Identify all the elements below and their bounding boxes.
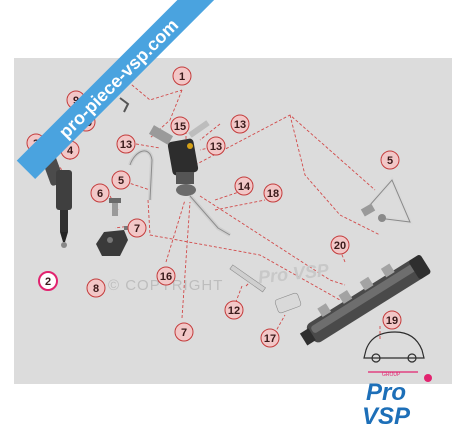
callout-c5a: 5 — [111, 170, 131, 190]
callout-circle — [86, 278, 106, 298]
callout-circle — [116, 134, 136, 154]
logo-group-text: GROUP — [382, 372, 401, 378]
callout-number: 9 — [73, 95, 79, 107]
callout-number: 20 — [334, 240, 346, 252]
bracket-part — [96, 230, 128, 256]
callout-number: 15 — [174, 121, 186, 133]
callout-circle — [90, 183, 110, 203]
callout-circle — [170, 116, 190, 136]
callout-c15: 15 — [170, 116, 190, 136]
callout-c13c: 13 — [206, 136, 226, 156]
injector-part — [42, 154, 72, 248]
clip-part — [119, 97, 130, 113]
callout-c17: 17 — [260, 328, 280, 348]
callout-c8: 8 — [86, 278, 106, 298]
callout-c16: 16 — [156, 266, 176, 286]
callout-circle — [111, 170, 131, 190]
callout-number: 6 — [97, 188, 103, 200]
callout-circle — [156, 266, 176, 286]
bolt-part — [109, 198, 121, 216]
callout-c20: 20 — [330, 235, 350, 255]
car-icon — [363, 331, 425, 363]
callout-circle — [380, 150, 400, 170]
logo-line1: Pro — [366, 379, 406, 406]
callout-number: 5 — [387, 155, 393, 167]
fitting-part — [188, 120, 210, 138]
callout-c5b: 5 — [380, 150, 400, 170]
logo-line2: VSP — [362, 403, 411, 430]
callout-circle — [224, 300, 244, 320]
callout-circle — [230, 114, 250, 134]
callout-circle — [38, 271, 58, 291]
sleeve-part — [274, 292, 302, 314]
callout-number: 16 — [160, 271, 172, 283]
callout-circle — [330, 235, 350, 255]
callout-c6: 6 — [90, 183, 110, 203]
callout-number: 18 — [267, 188, 279, 200]
callout-c1: 1 — [172, 66, 192, 86]
callout-number: 13 — [210, 141, 222, 153]
callout-number: 5 — [118, 175, 124, 187]
callout-circle — [234, 176, 254, 196]
pump-part — [148, 125, 199, 196]
callout-number: 8 — [93, 283, 99, 295]
callout-c18: 18 — [263, 183, 283, 203]
callout-circle — [174, 322, 194, 342]
callout-c13b: 13 — [116, 134, 136, 154]
fuel-rail-part — [299, 255, 431, 346]
callout-c14: 14 — [234, 176, 254, 196]
callout-number: 19 — [386, 315, 398, 327]
copyright-text: © COPYRIGHT — [108, 277, 223, 294]
callout-circle — [382, 310, 402, 330]
callout-c19: 19 — [382, 310, 402, 330]
callout-circle — [260, 328, 280, 348]
callout-number: 7 — [181, 327, 187, 339]
rod-part — [229, 264, 266, 293]
callout-number: 12 — [228, 305, 240, 317]
callout-number: 13 — [234, 119, 246, 131]
callout-c2: 2 — [38, 271, 58, 291]
callout-c13a: 13 — [230, 114, 250, 134]
callout-c12: 12 — [224, 300, 244, 320]
return-pipe-part — [360, 176, 414, 225]
callout-number: 13 — [120, 139, 132, 151]
callout-circle — [263, 183, 283, 203]
logo-star-icon — [424, 374, 432, 382]
callout-circle — [172, 66, 192, 86]
provsp-logo: GROUP Pro VSP — [362, 371, 432, 430]
callout-circle — [206, 136, 226, 156]
callout-c7b: 7 — [174, 322, 194, 342]
callout-number: 7 — [134, 223, 140, 235]
pipe-part-outline — [129, 150, 153, 201]
callout-layer: 19101513131334556778214181620121719 — [26, 66, 402, 348]
callout-number: 2 — [45, 276, 51, 288]
callout-number: 17 — [264, 333, 276, 345]
callout-number: 1 — [179, 71, 185, 83]
callout-circle — [127, 218, 147, 238]
callout-c7a: 7 — [127, 218, 147, 238]
callout-number: 14 — [238, 181, 251, 193]
callout-number: 4 — [67, 145, 74, 157]
long-pipe-outline — [189, 195, 231, 236]
